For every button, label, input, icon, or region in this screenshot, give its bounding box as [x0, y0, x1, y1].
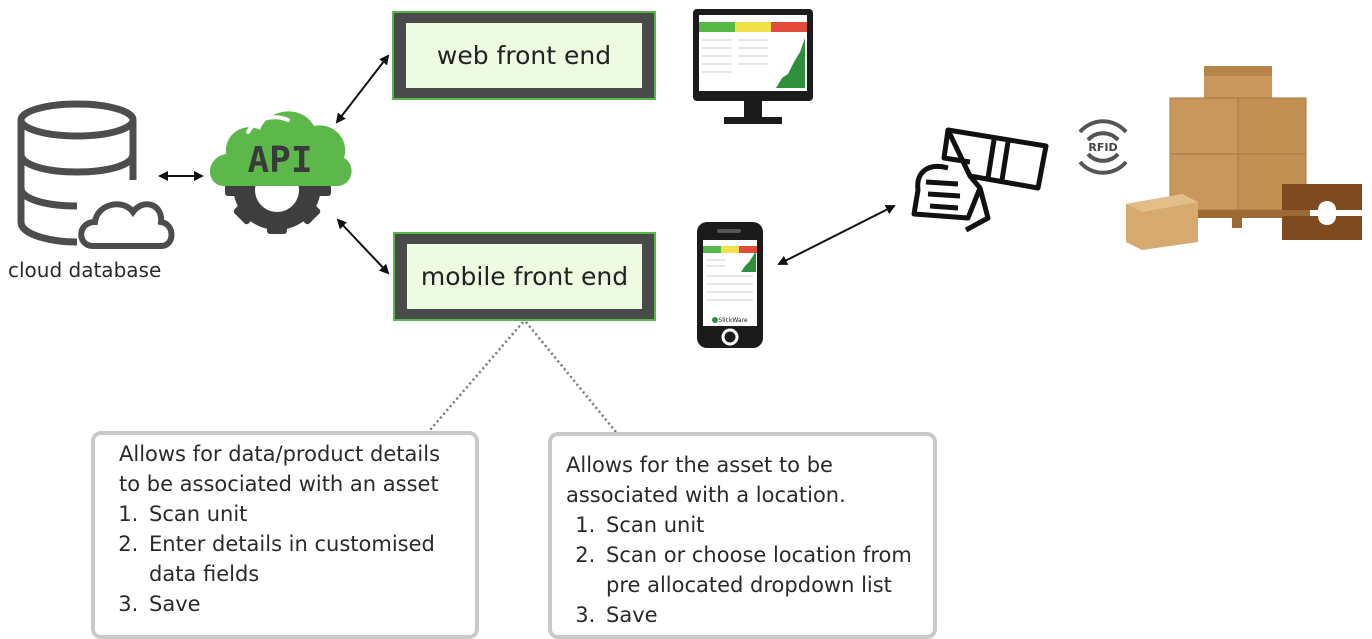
rfid-label: RFID: [1088, 141, 1117, 154]
note-right-step-2: Scan or choose location from pre allocat…: [602, 540, 919, 600]
note-left-step-1: Scan unit: [145, 499, 461, 529]
monitor-icon: [693, 9, 813, 124]
api-icon: API: [210, 111, 352, 234]
api-web-arrow: [335, 54, 390, 124]
mobile-frontend-label: mobile front end: [420, 262, 629, 291]
phone-brand: SlickWare: [718, 317, 747, 324]
note-left-intro: Allows for data/product details to be as…: [119, 442, 441, 496]
note-right: Allows for the asset to be associated wi…: [548, 432, 937, 639]
note-right-step-3: Save: [602, 600, 919, 630]
dotted-link-left: [429, 321, 524, 431]
api-label: API: [247, 140, 312, 181]
database-icon: [17, 100, 175, 249]
phone-scanner-arrow: [777, 205, 896, 265]
note-left-step-2: Enter details in customised data fields: [145, 529, 461, 589]
web-frontend-label: web front end: [436, 41, 612, 70]
note-left: Allows for data/product details to be as…: [91, 431, 479, 639]
mobile-frontend-box: mobile front end: [393, 232, 656, 321]
note-right-intro: Allows for the asset to be associated wi…: [566, 453, 846, 507]
api-mobile-arrow: [336, 218, 390, 275]
database-label: cloud database: [8, 258, 162, 282]
phone-icon: SlickWare: [697, 222, 763, 348]
boxes-pallet-icon: [1126, 66, 1362, 250]
dotted-link-right: [525, 321, 617, 433]
note-right-step-1: Scan unit: [602, 510, 919, 540]
web-frontend-box: web front end: [392, 11, 656, 100]
rfid-signal-icon: RFID: [1078, 119, 1128, 175]
rfid-scanner-icon: [911, 127, 1049, 233]
note-left-step-3: Save: [145, 589, 461, 619]
